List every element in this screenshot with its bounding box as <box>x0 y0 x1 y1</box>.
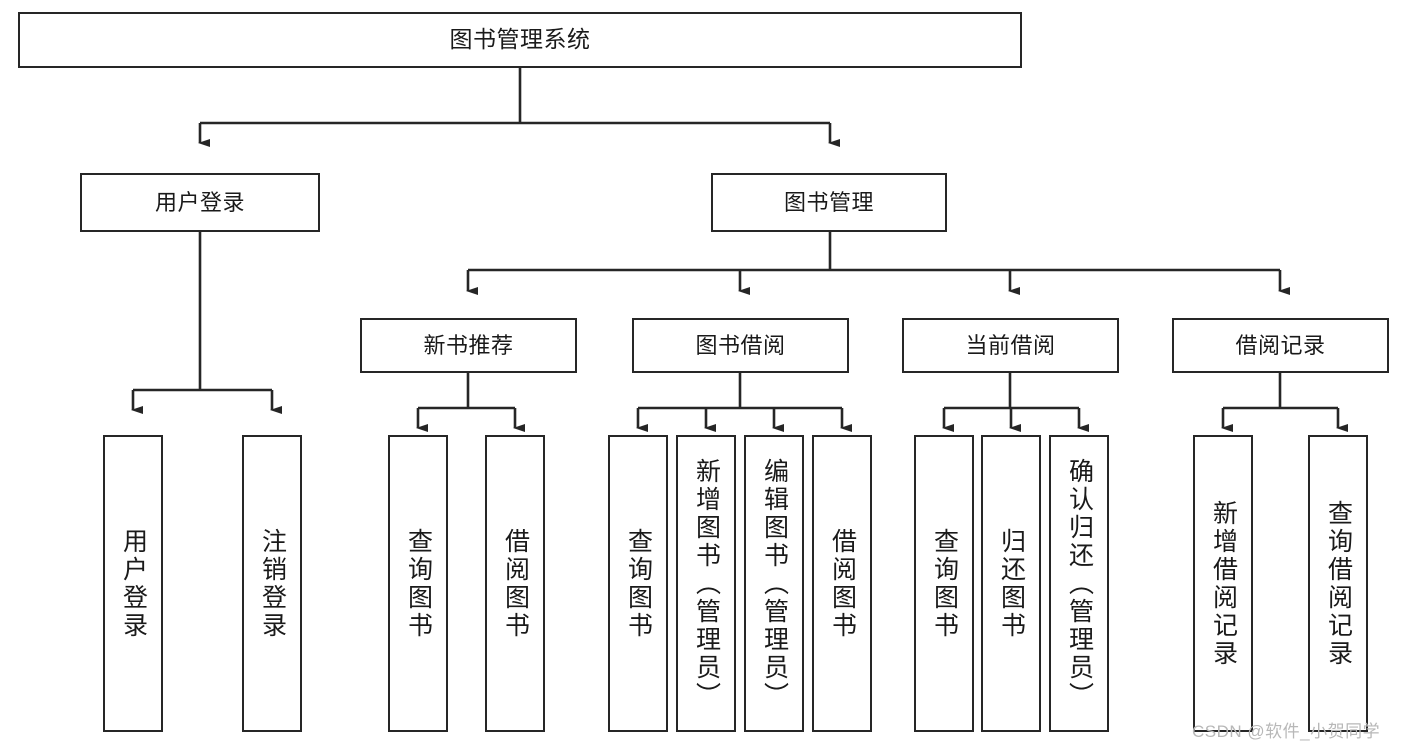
leaf-borrow-borrow-book[interactable]: 借阅图书 <box>812 435 872 732</box>
node-label: 归还图书 <box>997 527 1026 640</box>
node-label: 当前借阅 <box>965 332 1056 358</box>
node-label: 查询图书 <box>404 527 433 640</box>
node-label: 借阅图书 <box>501 527 530 640</box>
leaf-user-login-signin[interactable]: 用户登录 <box>103 435 163 732</box>
node-new-book-recommend[interactable]: 新书推荐 <box>360 318 577 373</box>
node-label: 新增图书（管理员） <box>692 457 721 710</box>
leaf-borrow-edit-book-admin[interactable]: 编辑图书（管理员） <box>744 435 804 732</box>
node-label: 查询图书 <box>930 527 959 640</box>
leaf-newbook-query-book[interactable]: 查询图书 <box>388 435 448 732</box>
node-label: 新书推荐 <box>423 332 514 358</box>
node-root-system[interactable]: 图书管理系统 <box>18 12 1022 68</box>
leaf-newbook-borrow-book[interactable]: 借阅图书 <box>485 435 545 732</box>
node-label: 确认归还（管理员） <box>1065 457 1094 710</box>
node-label: 借阅记录 <box>1235 332 1326 358</box>
node-borrow-records[interactable]: 借阅记录 <box>1172 318 1389 373</box>
node-label: 编辑图书（管理员） <box>760 457 789 710</box>
node-label: 借阅图书 <box>828 527 857 640</box>
leaf-current-query-book[interactable]: 查询图书 <box>914 435 974 732</box>
node-user-login[interactable]: 用户登录 <box>80 173 320 232</box>
node-current-borrow[interactable]: 当前借阅 <box>902 318 1119 373</box>
leaf-borrow-add-book-admin[interactable]: 新增图书（管理员） <box>676 435 736 732</box>
leaf-records-query-record[interactable]: 查询借阅记录 <box>1308 435 1368 732</box>
node-book-management[interactable]: 图书管理 <box>711 173 947 232</box>
leaf-borrow-query-book[interactable]: 查询图书 <box>608 435 668 732</box>
leaf-current-confirm-return-admin[interactable]: 确认归还（管理员） <box>1049 435 1109 732</box>
node-label: 注销登录 <box>258 527 287 640</box>
csdn-watermark: CSDN @软件_小贺同学 <box>1192 722 1381 741</box>
leaf-user-login-signout[interactable]: 注销登录 <box>242 435 302 732</box>
node-label: 查询借阅记录 <box>1324 499 1353 668</box>
leaf-records-add-record[interactable]: 新增借阅记录 <box>1193 435 1253 732</box>
node-book-borrow[interactable]: 图书借阅 <box>632 318 849 373</box>
node-label: 新增借阅记录 <box>1209 499 1238 668</box>
node-label: 查询图书 <box>624 527 653 640</box>
leaf-current-return-book[interactable]: 归还图书 <box>981 435 1041 732</box>
node-label: 图书管理 <box>783 189 874 215</box>
node-label: 图书管理系统 <box>449 26 591 53</box>
node-label: 用户登录 <box>119 527 148 640</box>
node-label: 图书借阅 <box>695 332 786 358</box>
node-label: 用户登录 <box>154 189 245 215</box>
